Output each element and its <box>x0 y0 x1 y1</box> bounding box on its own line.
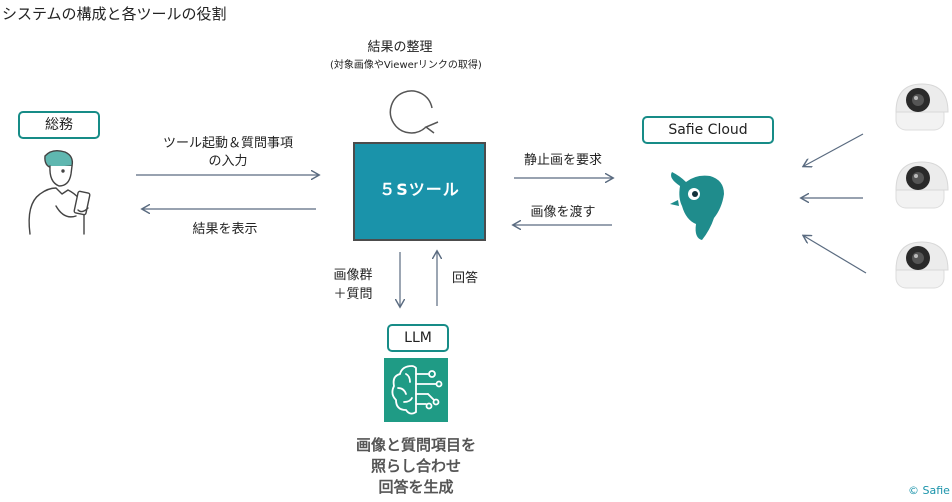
loop-sublabel: (対象画像やViewerリンクの取得) <box>330 60 482 71</box>
page-title: システムの構成と各ツールの役割 <box>2 5 227 23</box>
llm-label: LLM <box>387 324 449 352</box>
llm-caption-line2: 照らし合わせ <box>370 457 461 475</box>
security-camera-icon <box>895 161 949 209</box>
llm-caption-line3: 回答を生成 <box>378 478 454 496</box>
launch-label-line2: の入力 <box>208 154 248 169</box>
general-affairs-label: 総務 <box>18 111 100 139</box>
arrow-camera-1 <box>804 133 864 166</box>
five-s-tool-box: ５Sツール <box>353 142 486 241</box>
security-camera-icon <box>895 83 949 131</box>
loop-arrow-icon <box>389 90 439 134</box>
request-still-label: 静止画を要求 <box>523 153 602 168</box>
images-label-line1: 画像群 <box>333 268 373 283</box>
show-result-label: 結果を表示 <box>192 222 258 237</box>
security-camera-icon <box>895 241 949 289</box>
answer-label: 回答 <box>452 271 479 286</box>
safie-cloud-label: Safie Cloud <box>642 116 774 144</box>
pass-image-label: 画像を渡す <box>530 205 596 220</box>
copyright-text: © Safie <box>908 484 950 497</box>
llm-caption-line1: 画像と質問項目を <box>355 436 476 454</box>
images-label-line2: ＋質問 <box>333 287 373 302</box>
arrow-camera-3 <box>804 236 867 274</box>
loop-label: 結果の整理 <box>367 40 433 55</box>
launch-label-line1: ツール起動＆質問事項 <box>162 136 293 151</box>
